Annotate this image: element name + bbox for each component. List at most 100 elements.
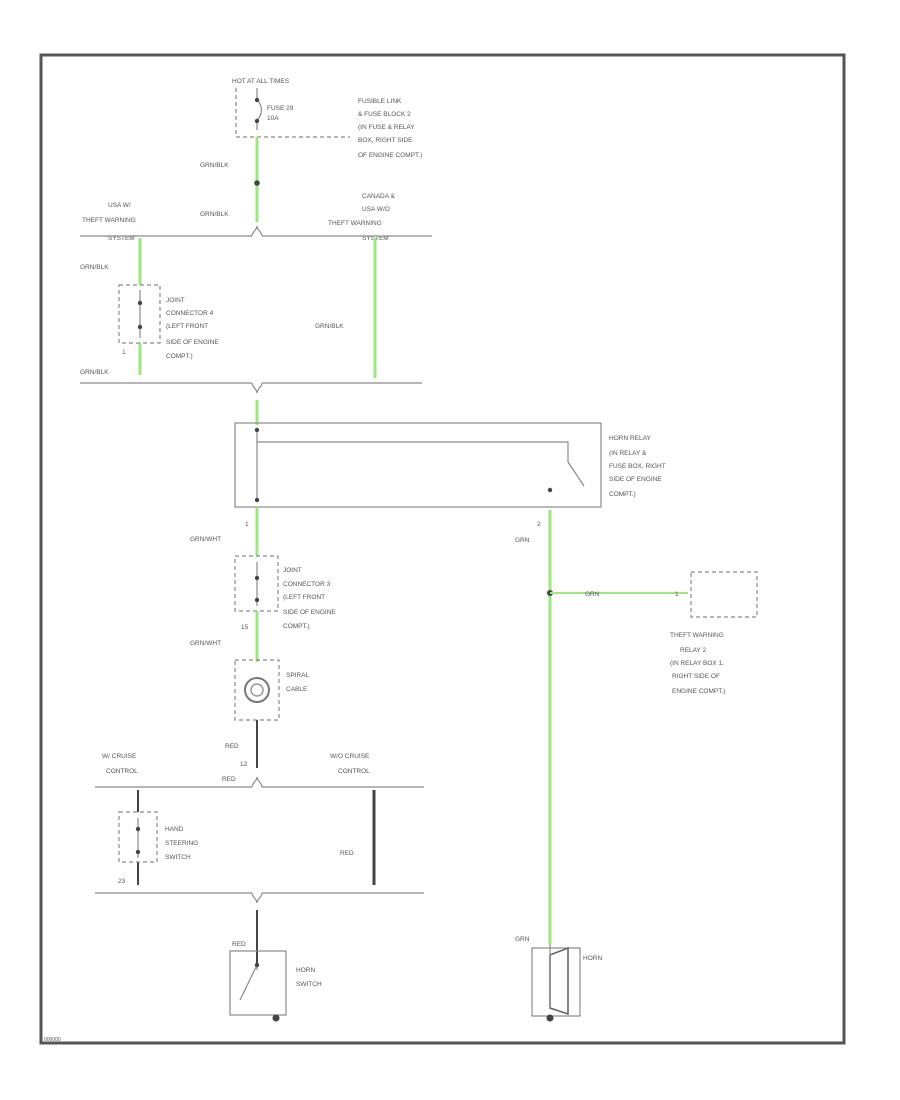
joint3-desc-1: JOINT: [283, 567, 302, 574]
fuse-terminal-top: [254, 97, 260, 103]
theft-relay-desc-3: (IN RELAY BOX 1,: [670, 660, 724, 667]
joint4-desc-2: CONNECTOR 4: [166, 310, 214, 317]
cruise-right-title-2: CONTROL: [338, 768, 370, 775]
theft-relay-desc-1: THEFT WARNING: [670, 632, 724, 639]
diagram-frame: [39, 53, 846, 1045]
fuse-box-desc-3: (IN FUSE & RELAY: [358, 124, 415, 131]
steering-pin: 23: [118, 878, 126, 885]
horn-switch-desc-2: SWITCH: [296, 981, 322, 988]
canada-title-1: CANADA &: [362, 193, 396, 200]
theft-relay-desc-5: ENGINE COMPT.): [672, 688, 725, 695]
wire-label-grnblk-2: GRN/BLK: [200, 211, 229, 218]
usa-theft-title-2: THEFT WARNING: [82, 217, 136, 224]
wire-label-red-4: RED: [232, 941, 246, 948]
wire-label-grnwht-1: GRN/WHT: [190, 536, 221, 543]
spiral-desc-2: CABLE: [286, 686, 308, 693]
horn-ground: [546, 1014, 554, 1022]
split-bracket-bottom: [251, 382, 263, 394]
splice-top: [254, 180, 260, 186]
fuse-box-desc-2: & FUSE BLOCK 2: [358, 111, 411, 118]
horn-relay-pin-2: 2: [537, 521, 541, 528]
horn-switch-desc-1: HORN: [296, 967, 315, 974]
diagram-code: 000000: [44, 1037, 61, 1043]
theft-relay-desc-4: RIGHT SIDE OF: [672, 673, 720, 680]
fuse-box-desc-1: FUSIBLE LINK: [358, 98, 402, 105]
fuse-box-desc-4: BOX, RIGHT SIDE: [358, 137, 413, 144]
joint4-pin-1: 1: [122, 349, 126, 356]
joint4-terminal-2: [137, 324, 143, 330]
horn-switch-terminal-top: [254, 962, 260, 968]
horn-switch-contact: [239, 964, 258, 1001]
horn-relay-desc-5: COMPT.): [609, 491, 636, 498]
wire-label-grn-3: GRN: [515, 936, 530, 943]
wire-label-grnblk-5: GRN/BLK: [80, 369, 109, 376]
joint3-desc-5: COMPT.): [283, 623, 310, 630]
horn-relay-pin-1: 1: [245, 521, 249, 528]
cruise-right-title-1: W/O CRUISE: [330, 753, 370, 760]
usa-theft-title-3: SYSTEM: [108, 235, 135, 242]
joint4-desc-1: JOINT: [166, 297, 185, 304]
joint4-desc-5: COMPT.): [166, 353, 193, 360]
relay-terminal-r: [547, 487, 553, 493]
theft-relay-desc-2: RELAY 2: [680, 647, 707, 654]
fuse-29: [256, 88, 263, 130]
joint3-desc-3: (LEFT FRONT: [283, 594, 325, 601]
horn-relay-desc-2: (IN RELAY &: [609, 450, 647, 457]
fuse-rating: 10A: [267, 115, 279, 122]
horn-icon: [549, 946, 569, 1016]
cruise-bracket-bottom: [251, 892, 263, 904]
fuse-box-desc-5: OF ENGINE COMPT.): [358, 152, 422, 159]
horn-relay-box: [234, 422, 602, 508]
wire-label-grnblk-4: GRN/BLK: [315, 323, 344, 330]
wire-label-red-1: RED: [225, 743, 239, 750]
wire-label-red-2: RED: [222, 776, 236, 783]
fuse-block-outline: [235, 88, 350, 138]
horn-relay-coil-path: [256, 430, 569, 500]
wire-label-red-3: RED: [340, 850, 354, 857]
wire-label-grnblk-3: GRN/BLK: [80, 264, 109, 271]
steering-terminal-1: [135, 826, 141, 832]
steering-desc-1: HAND: [165, 826, 184, 833]
joint3-desc-2: CONNECTOR 3: [283, 581, 331, 588]
fuse-terminal-bottom: [254, 118, 260, 124]
theft-warning-relay-2: [690, 571, 758, 618]
relay-terminal-tl: [254, 427, 260, 433]
wire-label-grn-2: GRN: [585, 591, 600, 598]
joint4-terminal-1: [137, 300, 143, 306]
horn-switch-ground: [272, 1014, 280, 1022]
horn-switch-box: [229, 950, 287, 1016]
wire-label-grn-1: GRN: [515, 537, 530, 544]
cruise-bracket-top: [251, 776, 263, 788]
spiral-cable-inner: [250, 683, 264, 697]
joint4-desc-4: SIDE OF ENGINE: [166, 339, 219, 346]
horn-box: [531, 947, 581, 1017]
fuse-label: FUSE 29: [267, 105, 294, 112]
horn-relay-desc-3: FUSE BOX, RIGHT: [609, 463, 666, 470]
canada-title-2: USA W/O: [362, 206, 390, 213]
horn-label: HORN: [583, 955, 602, 962]
joint3-pin: 15: [241, 624, 249, 631]
cruise-left-title-1: W/ CRUISE: [102, 753, 137, 760]
joint3-terminal-1: [254, 575, 260, 581]
canada-title-3: THEFT WARNING: [328, 220, 382, 227]
joint3-terminal-2: [254, 597, 260, 603]
hot-at-all-times-label: HOT AT ALL TIMES: [232, 78, 290, 85]
steering-desc-3: SWITCH: [165, 854, 191, 861]
split-bracket-top: [251, 225, 263, 237]
spiral-pin: 12: [240, 761, 248, 768]
cruise-left-title-2: CONTROL: [106, 768, 138, 775]
spiral-cable-box: [234, 659, 280, 721]
relay-terminal-bl: [254, 497, 260, 503]
horn-relay-desc-1: HORN RELAY: [609, 435, 651, 442]
relay-switch-contact: [567, 461, 585, 487]
joint4-desc-3: (LEFT FRONT: [166, 323, 208, 330]
spiral-cable-icon: [244, 677, 270, 703]
joint3-desc-4: SIDE OF ENGINE: [283, 609, 336, 616]
usa-theft-title-1: USA W/: [108, 202, 131, 209]
steering-desc-2: STEERING: [165, 840, 198, 847]
wire-label-grnwht-2: GRN/WHT: [190, 640, 221, 647]
horn-relay-desc-4: SIDE OF ENGINE: [609, 476, 662, 483]
steering-terminal-2: [135, 849, 141, 855]
wire-label-grnblk-1: GRN/BLK: [200, 162, 229, 169]
